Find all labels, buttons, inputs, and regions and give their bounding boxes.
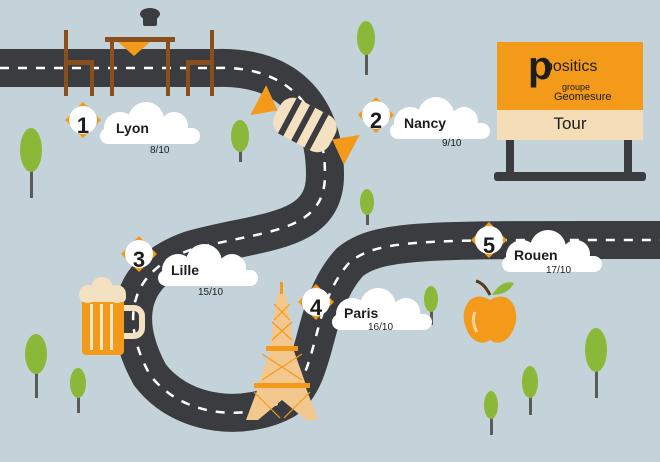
logo-group-label: groupe <box>562 82 591 92</box>
logo-group-name: Geomesure <box>554 91 612 103</box>
city-name: Lille <box>171 262 200 278</box>
stop-date: 8/10 <box>150 145 170 156</box>
sign-title: Tour <box>553 114 587 133</box>
map-pin-icon <box>471 222 507 258</box>
cloud-icon <box>158 244 258 286</box>
stop-number: 4 <box>309 295 323 320</box>
map-pin-icon <box>121 236 157 272</box>
tree-icon <box>484 391 498 435</box>
cloud-icon <box>390 97 490 139</box>
tour-signboard: p positics groupe Geomesure Tour <box>492 40 648 185</box>
city-name: Nancy <box>404 115 447 131</box>
apple-icon <box>463 279 517 343</box>
stop-date: 15/10 <box>198 287 224 298</box>
tree-icon <box>424 286 438 325</box>
stop-date: 9/10 <box>442 138 462 149</box>
city-name: Paris <box>344 305 379 321</box>
stop-number: 5 <box>482 233 496 258</box>
stop-date: 17/10 <box>546 265 572 276</box>
map-pin-icon <box>65 102 101 138</box>
road <box>0 48 660 432</box>
signboard-frame <box>494 42 646 181</box>
eiffel-tower-icon <box>246 282 318 420</box>
beer-mug-icon <box>79 277 145 355</box>
city-name: Lyon <box>116 120 149 136</box>
map-pin-icon <box>298 284 334 320</box>
tree-icon <box>70 368 86 413</box>
candy-icon <box>250 85 360 165</box>
dining-table-icon <box>64 8 214 96</box>
stop-number: 1 <box>76 113 90 138</box>
tree-icon <box>25 334 47 398</box>
stop-number: 3 <box>132 247 146 272</box>
tree-icon <box>20 128 42 198</box>
cloud-icon <box>332 288 432 330</box>
logo-mark: p <box>528 44 553 88</box>
tree-icon <box>360 189 374 225</box>
tree-icon <box>231 120 249 162</box>
map-pin-icon <box>358 97 394 133</box>
cloud-icon <box>100 102 200 144</box>
tree-icon <box>357 21 375 75</box>
tree-icon <box>522 366 538 415</box>
logo-wordmark: positics <box>544 58 598 75</box>
tree-icon <box>585 328 607 398</box>
stop-number: 2 <box>369 108 383 133</box>
stop-date: 16/10 <box>368 322 394 333</box>
cloud-icon <box>502 230 602 272</box>
trees <box>20 21 607 435</box>
city-name: Rouen <box>514 247 558 263</box>
